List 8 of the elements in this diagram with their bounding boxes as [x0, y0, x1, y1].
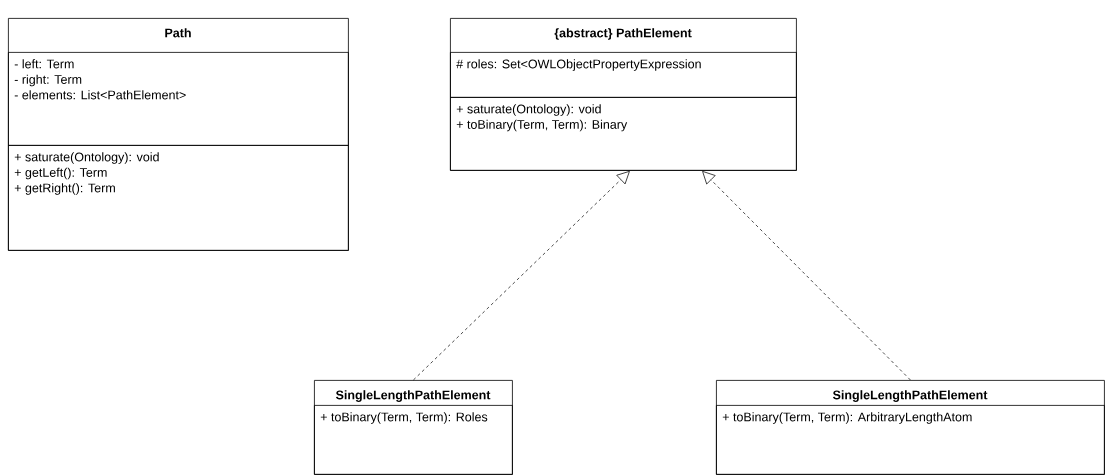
member-compartment: + toBinary(Term, Term): Roles	[314, 405, 513, 475]
member-compartment: + saturate(Ontology): void + toBinary(Term, Term): Binary	[450, 97, 797, 171]
inheritance-arrow	[413, 171, 630, 381]
member-compartment: + toBinary(Term, Term): ArbitraryLengthAtom	[716, 405, 1105, 475]
member-compartment: - left: Term - right: Term - elements: List<PathElement>	[8, 52, 349, 146]
member-compartment: + saturate(Ontology): void + getLeft(): Term + getRight(): Term	[8, 145, 349, 251]
inheritance-arrow	[702, 171, 911, 381]
member-compartment: # roles: Set<OWLObjectPropertyExpression	[450, 52, 797, 98]
